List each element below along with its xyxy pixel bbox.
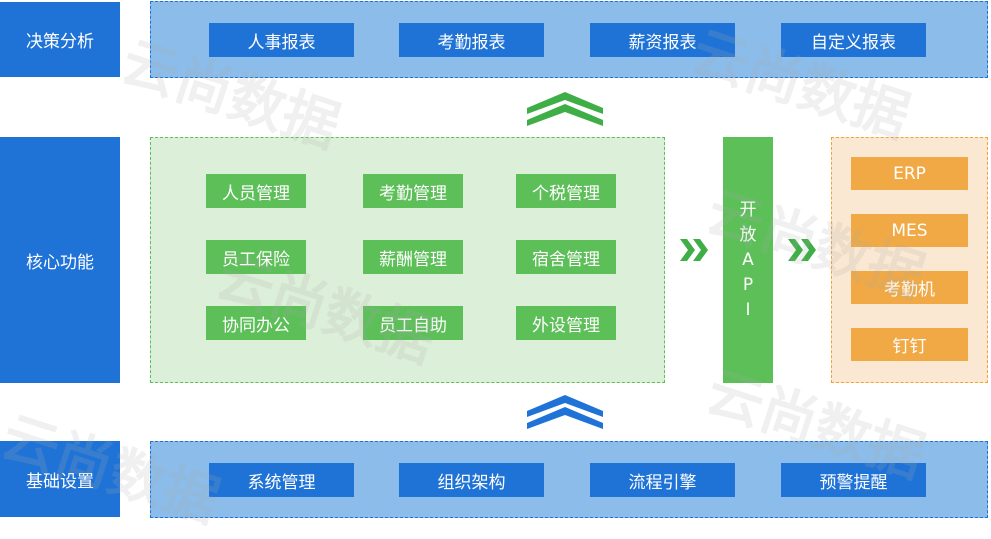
up-chevrons-icon-blue [527, 395, 603, 429]
report-hr[interactable]: 人事报表 [209, 23, 354, 57]
report-attendance[interactable]: 考勤报表 [399, 23, 544, 57]
external-mes-label: MES [891, 220, 928, 241]
core-tax-label: 个税管理 [532, 183, 600, 204]
open-api-bar: 开 放 A P I [723, 137, 773, 383]
base-workflow[interactable]: 流程引擎 [590, 463, 735, 497]
external-mes[interactable]: MES [851, 214, 968, 247]
api-char-4: P [742, 274, 754, 295]
api-char-2: 放 [739, 224, 757, 245]
core-attendance[interactable]: 考勤管理 [363, 174, 463, 208]
external-erp-label: ERP [893, 163, 926, 184]
row-label-decision-text: 决策分析 [26, 32, 94, 52]
core-insurance[interactable]: 员工保险 [206, 240, 306, 274]
row-label-core: 核心功能 [0, 137, 120, 383]
report-custom-label: 自定义报表 [811, 32, 896, 53]
report-salary[interactable]: 薪资报表 [590, 23, 735, 57]
core-dormitory-label: 宿舍管理 [532, 249, 600, 270]
core-self-service-label: 员工自助 [379, 315, 447, 336]
core-collaboration[interactable]: 协同办公 [206, 306, 306, 340]
row-label-core-text: 核心功能 [26, 252, 94, 273]
base-org-label: 组织架构 [437, 472, 506, 493]
external-dingtalk[interactable]: 钉钉 [851, 328, 968, 361]
core-insurance-label: 员工保险 [222, 249, 290, 270]
core-personnel[interactable]: 人员管理 [206, 174, 306, 208]
up-chevrons-icon-green [527, 92, 603, 126]
row-label-decision: 决策分析 [0, 2, 120, 77]
right-chevrons-icon-2 [788, 239, 816, 261]
core-peripherals[interactable]: 外设管理 [516, 306, 616, 340]
row-label-base: 基础设置 [0, 441, 120, 517]
report-hr-label: 人事报表 [247, 32, 316, 53]
external-clock-label: 考勤机 [884, 280, 935, 300]
base-system[interactable]: 系统管理 [209, 463, 354, 497]
core-compensation-label: 薪酬管理 [379, 249, 447, 270]
api-char-3: A [742, 249, 754, 270]
core-peripherals-label: 外设管理 [532, 315, 600, 336]
core-personnel-label: 人员管理 [222, 183, 290, 204]
base-system-label: 系统管理 [247, 472, 316, 493]
core-tax[interactable]: 个税管理 [516, 174, 616, 208]
base-alerts[interactable]: 预警提醒 [781, 463, 926, 497]
core-collaboration-label: 协同办公 [222, 315, 290, 336]
report-custom[interactable]: 自定义报表 [781, 23, 926, 57]
core-self-service[interactable]: 员工自助 [363, 306, 463, 340]
external-clock[interactable]: 考勤机 [851, 271, 968, 304]
base-alerts-label: 预警提醒 [819, 472, 888, 493]
base-workflow-label: 流程引擎 [628, 472, 697, 493]
external-erp[interactable]: ERP [851, 157, 968, 190]
report-attendance-label: 考勤报表 [437, 32, 506, 53]
core-compensation[interactable]: 薪酬管理 [363, 240, 463, 274]
api-char-1: 开 [739, 199, 757, 220]
core-attendance-label: 考勤管理 [379, 183, 447, 204]
row-label-base-text: 基础设置 [26, 471, 94, 492]
external-dingtalk-label: 钉钉 [892, 337, 927, 357]
report-salary-label: 薪资报表 [628, 32, 697, 53]
api-char-5: I [745, 299, 751, 320]
core-dormitory[interactable]: 宿舍管理 [516, 240, 616, 274]
right-chevrons-icon-1 [680, 239, 708, 261]
base-org[interactable]: 组织架构 [399, 463, 544, 497]
